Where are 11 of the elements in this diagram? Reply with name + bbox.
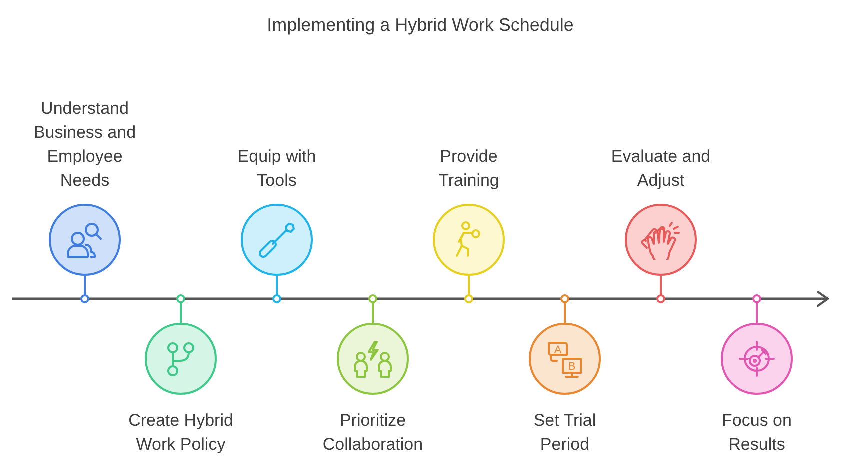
step-label: Focus on Results <box>721 410 793 456</box>
step-label: Understand Business and Employee Needs <box>32 98 138 192</box>
step-label: Evaluate and Adjust <box>610 146 712 192</box>
step-label: Set Trial Period <box>532 410 598 456</box>
step-label: Prioritize Collaboration <box>322 410 424 456</box>
step-label: Provide Training <box>438 146 500 192</box>
monitor-letter: B <box>568 361 576 373</box>
step-label: Create Hybrid Work Policy <box>128 410 234 456</box>
monitor-letter: A <box>554 344 562 356</box>
step-label: Equip with Tools <box>236 146 318 192</box>
diagram-title: Implementing a Hybrid Work Schedule <box>267 14 574 37</box>
